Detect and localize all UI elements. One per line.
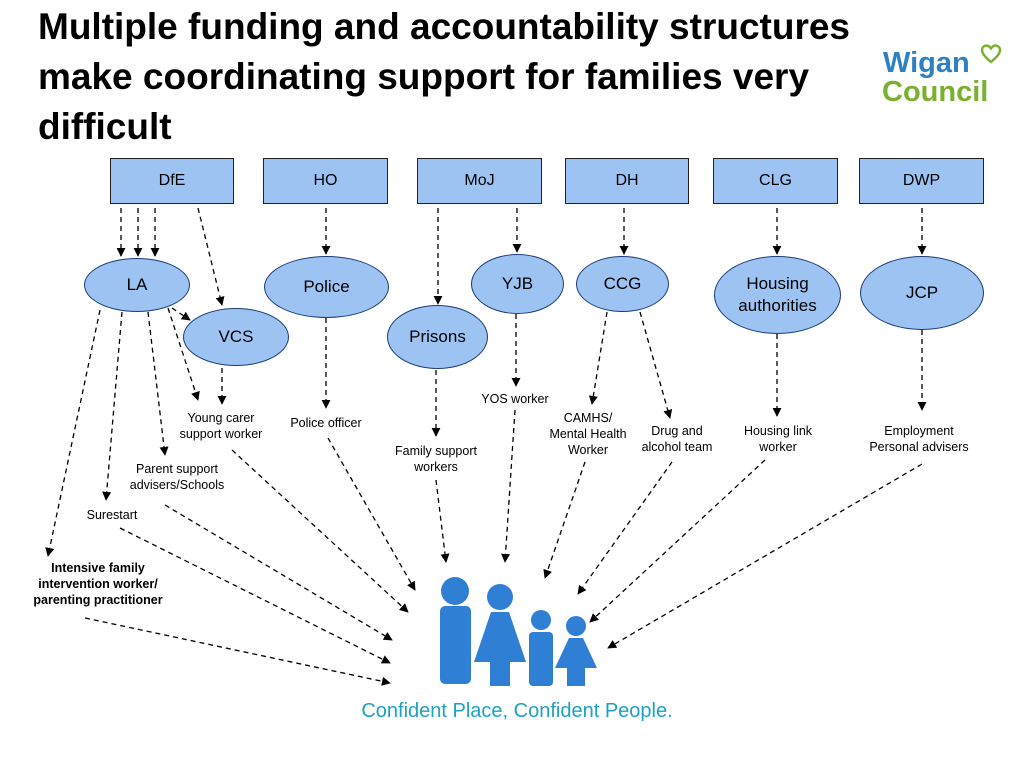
dept-moj: MoJ bbox=[417, 158, 542, 204]
arrow-ccg-drug bbox=[639, 311, 673, 419]
dept-ho: HO bbox=[263, 158, 388, 204]
girl-head bbox=[566, 616, 586, 636]
logo-line-2: Council bbox=[882, 76, 989, 108]
dept-dfe: DfE bbox=[110, 158, 234, 204]
role-employment: Employment Personal advisers bbox=[869, 424, 969, 454]
boy-body bbox=[529, 632, 553, 686]
girl-body bbox=[555, 638, 597, 686]
arrow-la-vcs bbox=[171, 307, 191, 321]
role-intensive-family: Intensive family intervention worker/ pa… bbox=[33, 561, 163, 607]
mother-body bbox=[474, 612, 526, 686]
agency-housing-authorities: Housing authorities bbox=[714, 256, 841, 334]
agency-jcp: JCP bbox=[860, 256, 984, 330]
role-camhs: CAMHS/ Mental Health Worker bbox=[549, 411, 627, 457]
arrow-family-support-family bbox=[435, 479, 450, 563]
father-head bbox=[441, 577, 469, 605]
arrow-housing-link-family bbox=[589, 459, 766, 623]
role-police-officer: Police officer bbox=[290, 416, 362, 430]
agency-vcs: VCS bbox=[183, 308, 289, 366]
boy-head bbox=[531, 610, 551, 630]
arrow-employment-family bbox=[607, 463, 923, 649]
dept-clg: CLG bbox=[713, 158, 838, 204]
arrow-la-young-carer bbox=[167, 307, 200, 401]
wigan-council-logo: Wigan Council bbox=[880, 44, 1010, 114]
arrow-parent-family bbox=[164, 504, 393, 641]
arrow-la-intensive bbox=[45, 309, 101, 557]
role-drug-alcohol: Drug and alcohol team bbox=[641, 424, 713, 454]
arrow-drug-family bbox=[577, 461, 673, 595]
agency-la: LA bbox=[84, 258, 190, 312]
agency-ccg: CCG bbox=[576, 256, 669, 312]
heart-icon bbox=[980, 44, 1002, 64]
agency-police: Police bbox=[264, 256, 389, 318]
arrow-yos-family bbox=[501, 409, 516, 563]
page-title: Multiple funding and accountability stru… bbox=[38, 6, 850, 147]
tagline: Confident Place, Confident People. bbox=[361, 700, 673, 722]
arrow-young-carer-family bbox=[231, 449, 409, 613]
father-body bbox=[440, 606, 471, 684]
arrow-ccg-camhs bbox=[588, 311, 608, 405]
role-surestart: Surestart bbox=[86, 508, 138, 522]
role-young-carer: Young carer support worker bbox=[179, 411, 263, 441]
role-parent-support: Parent support advisers/Schools bbox=[129, 462, 225, 492]
arrow-dfe-vcs bbox=[197, 207, 225, 306]
role-housing-link: Housing link worker bbox=[743, 424, 813, 454]
arrow-la-parent-support bbox=[147, 311, 169, 456]
agency-prisons: Prisons bbox=[387, 305, 488, 369]
mother-head bbox=[487, 584, 513, 610]
arrow-intensive-family bbox=[84, 617, 391, 686]
dept-dwp: DWP bbox=[859, 158, 984, 204]
logo-line-1: Wigan bbox=[883, 47, 970, 79]
arrow-camhs-family bbox=[543, 461, 586, 579]
role-family-support: Family support workers bbox=[395, 444, 477, 474]
arrow-police-family bbox=[327, 437, 416, 591]
agency-yjb: YJB bbox=[471, 254, 564, 314]
role-yos-worker: YOS worker bbox=[481, 392, 549, 406]
dept-dh: DH bbox=[565, 158, 689, 204]
arrow-la-surestart bbox=[102, 311, 123, 501]
